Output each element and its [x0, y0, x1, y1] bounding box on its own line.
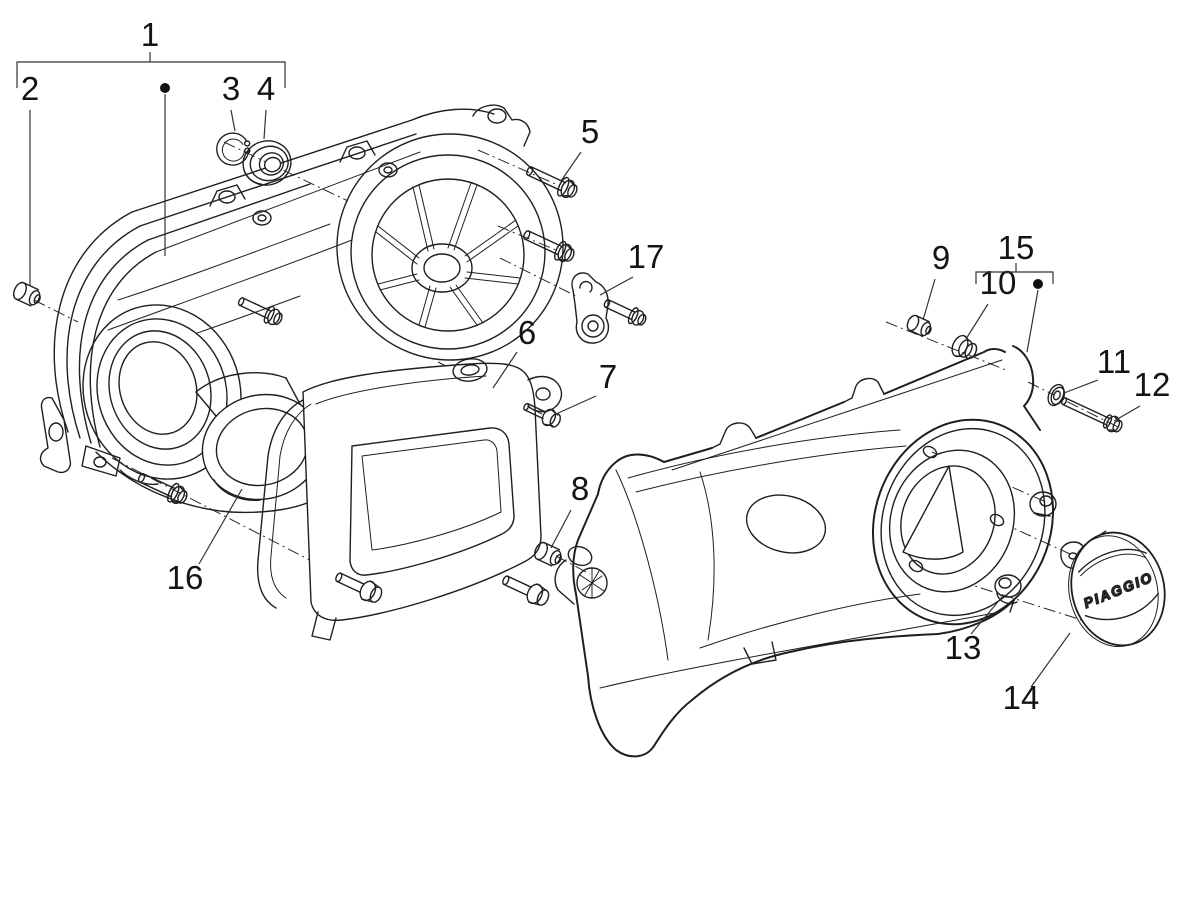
circlip-part3	[216, 132, 251, 166]
callout-9[interactable]: 9	[922, 239, 950, 321]
piaggio-cap-part14: PIAGGIO	[1068, 530, 1166, 648]
right-cover-assembly	[554, 345, 1055, 758]
grommet-part13	[994, 574, 1022, 613]
boss-fasteners	[994, 491, 1087, 613]
callout-label-14: 14	[1003, 679, 1040, 716]
callout-7[interactable]: 7	[555, 358, 617, 415]
callout-label-6: 6	[518, 314, 536, 351]
callout-15[interactable]: 15	[975, 229, 1054, 353]
callout-label-3: 3	[222, 70, 240, 107]
bracket-part17	[571, 272, 647, 344]
hex-bolt-5	[526, 166, 578, 199]
plug-bolt-part2	[13, 281, 41, 307]
callout-8[interactable]: 8	[550, 470, 589, 549]
callout-3[interactable]: 3	[222, 70, 240, 132]
bearing-part4	[242, 140, 292, 186]
callout-label-2: 2	[21, 70, 39, 107]
callout-13[interactable]: 13	[945, 596, 1003, 666]
inner-cover-part6	[256, 358, 563, 641]
callout-6[interactable]: 6	[492, 314, 536, 389]
socket-bolt-bottom-b	[502, 575, 550, 606]
hex-bolt-rail	[237, 297, 283, 326]
callout-10[interactable]: 10	[965, 264, 1017, 340]
callout-label-1: 1	[141, 16, 159, 53]
callout-label-11: 11	[1097, 343, 1131, 380]
callout-label-9: 9	[932, 239, 950, 276]
fan-spokes	[375, 182, 521, 328]
callout-label-8: 8	[571, 470, 589, 507]
callout-label-16: 16	[167, 559, 204, 596]
callout-label-17: 17	[628, 238, 665, 275]
washer-part11	[1047, 383, 1066, 407]
callout-label-4: 4	[257, 70, 275, 107]
callout-16[interactable]: 16	[167, 488, 243, 596]
callout-4[interactable]: 4	[257, 70, 275, 140]
callout-label-5: 5	[581, 113, 599, 150]
callout-5[interactable]: 5	[560, 113, 599, 182]
spacer-part9	[906, 314, 932, 337]
callout-14[interactable]: 14	[1003, 632, 1071, 716]
callout-label-10: 10	[980, 264, 1017, 301]
left-cover-assembly	[39, 104, 564, 514]
callout-label-15: 15	[998, 229, 1035, 266]
callout-11[interactable]: 11	[1063, 343, 1131, 394]
air-duct-part16	[195, 372, 323, 501]
grommet-part10	[951, 334, 978, 360]
callout-label-12: 12	[1134, 366, 1171, 403]
callout-label-13: 13	[945, 629, 982, 666]
callout-2[interactable]: 2	[21, 70, 39, 286]
callout-17[interactable]: 17	[599, 238, 665, 296]
callout-12[interactable]: 12	[1113, 366, 1171, 422]
callout-label-7: 7	[599, 358, 617, 395]
hex-bolt-5b	[523, 230, 575, 263]
hex-bolt-lower-left	[137, 473, 188, 505]
socket-bolt-bottom-a	[335, 572, 383, 603]
callout-1[interactable]: 1	[16, 16, 286, 256]
